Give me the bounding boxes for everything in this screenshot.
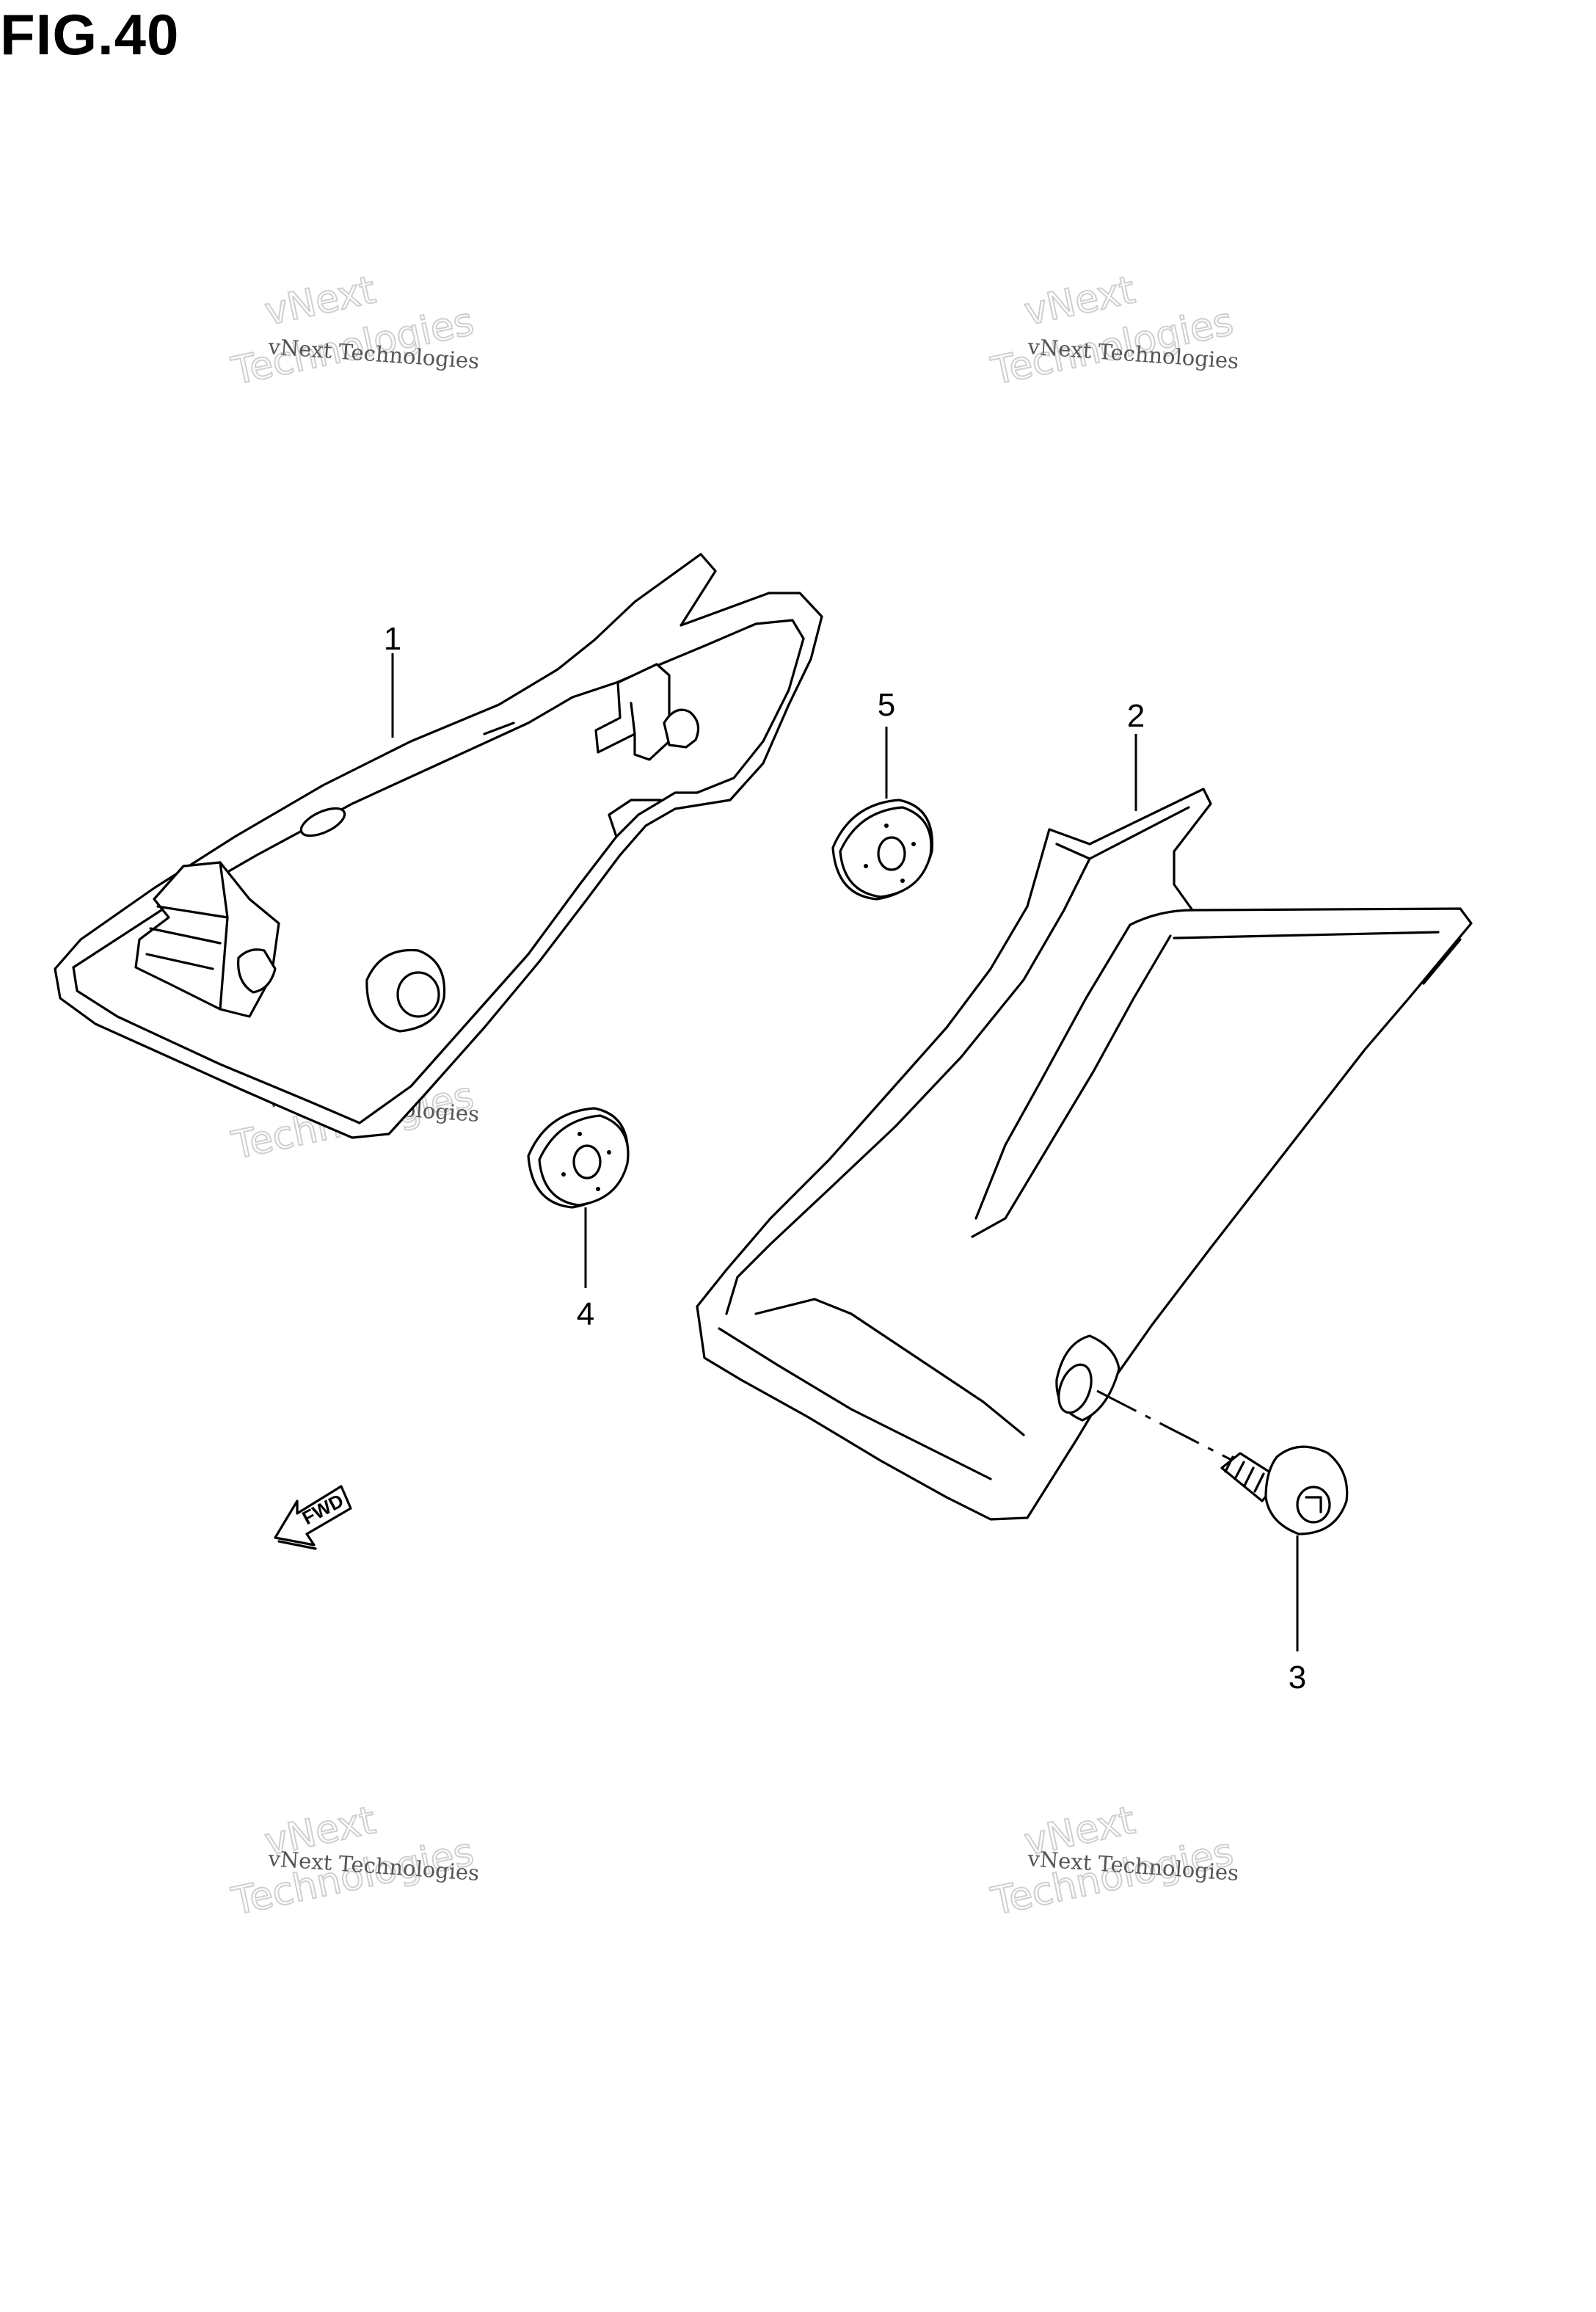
callout-5: 5	[878, 687, 895, 723]
watermark-top-left: vNext Technologies	[227, 267, 478, 394]
watermark-top-right: vNext Technologies	[987, 267, 1238, 394]
fwd-arrow-icon: FWD	[274, 1485, 352, 1550]
callout-2: 2	[1127, 698, 1145, 734]
callout-1: 1	[384, 621, 401, 657]
part-2-frame-cover-right	[696, 788, 1473, 1521]
part-1-frame-cover-left	[54, 553, 823, 1139]
callout-3: 3	[1289, 1660, 1306, 1695]
part-4-grommet	[527, 1107, 630, 1209]
figure-title: FIG.40	[0, 2, 180, 67]
part-3-screw	[1096, 1389, 1349, 1535]
part-5-grommet	[831, 799, 934, 901]
callout-4: 4	[577, 1296, 594, 1332]
